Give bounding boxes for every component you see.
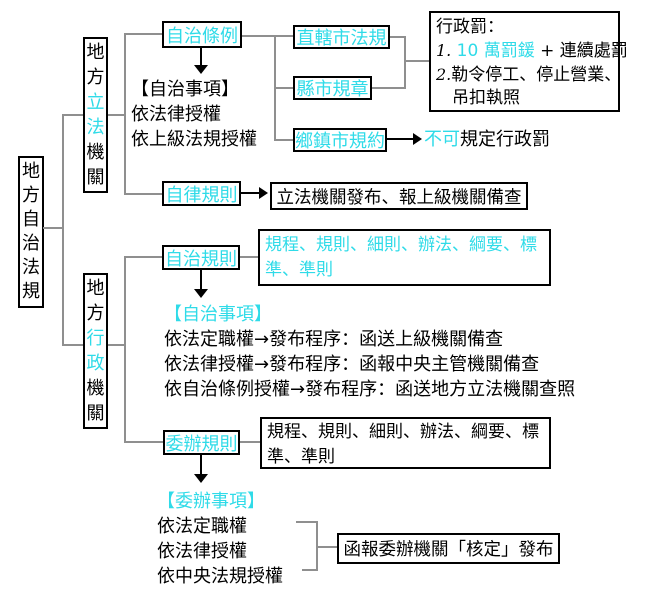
- block-weiban-matters: 【委辦事項】 依法定職權 依法律授權 依中央法規授權: [157, 489, 283, 589]
- block-line: 依法律授權→發布程序：函報中央主管機關備查: [164, 354, 540, 375]
- node-legislative-organ: 地方立法機關: [83, 37, 108, 193]
- block-line: 依法定職權→發布程序：函送上級機關備查: [164, 329, 504, 350]
- node-label: 自律規則: [165, 184, 238, 206]
- arrow-stem: [200, 270, 202, 289]
- penalty-item-2-cont: 吊扣執照: [452, 88, 520, 108]
- connector-line: [302, 569, 318, 571]
- text-no-penalty: 不可規定行政罰: [424, 129, 550, 150]
- connector-line: [124, 256, 126, 443]
- types-line-1: 規程、規則、細則、辦法、綱要、標: [265, 235, 537, 255]
- node-zhixiashi-fagui: 直轄市法規: [293, 25, 390, 49]
- node-local-self-gov-law: 地方自治法規: [18, 156, 44, 308]
- node-label-highlight: 立法: [86, 92, 105, 138]
- arrowhead-down-icon: [194, 289, 208, 298]
- arrow-stem: [387, 138, 413, 140]
- arrowhead-right-icon: [259, 187, 268, 199]
- box-guize-types-cyan: 規程、規則、細則、辦法、綱要、標 準、準則: [258, 229, 551, 286]
- node-label: 直轄市法規: [296, 28, 387, 49]
- block-line: 依法律授權: [131, 104, 221, 125]
- block-title: 【自治事項】: [164, 304, 272, 325]
- node-label: 委辦規則: [165, 433, 238, 455]
- node-weiban-guize: 委辦規則: [163, 430, 240, 455]
- box-administrative-penalty: 行政罰： 1. 10 萬罰鍰 + 連續處罰 2.勒令停工、停止營業、 吊扣執照: [429, 11, 628, 112]
- penalty-item-1: 1. 10 萬罰鍰 + 連續處罰: [436, 41, 628, 61]
- node-label-part: 機關: [86, 142, 105, 188]
- arrow-stem: [200, 455, 202, 474]
- arrowhead-right-icon: [413, 133, 422, 145]
- connector-line: [124, 193, 162, 195]
- penalty-title: 行政罰：: [436, 17, 504, 37]
- node-label-part: 地方: [86, 278, 105, 324]
- arrowhead-down-icon: [194, 474, 208, 483]
- arrowhead-down-icon: [194, 65, 208, 74]
- node-xiangzhen-guiyue: 鄉鎮市規約: [293, 128, 387, 152]
- node-label-highlight: 行政: [86, 328, 105, 374]
- connector-line: [43, 227, 63, 229]
- connector-line: [404, 36, 406, 89]
- connector-line: [124, 33, 126, 195]
- connector-line: [274, 87, 293, 89]
- node-label: 地方自治法規: [22, 161, 40, 302]
- connector-line: [108, 344, 125, 346]
- connector-line: [62, 114, 64, 346]
- node-label-part: 機關: [86, 378, 105, 424]
- connector-line: [274, 139, 293, 141]
- node-zizhi-guize: 自治規則: [162, 245, 240, 270]
- connector-line: [372, 87, 406, 89]
- connector-line: [124, 256, 162, 258]
- types-line-1: 規程、規則、細則、辦法、綱要、標: [267, 422, 539, 442]
- connector-line: [240, 441, 260, 443]
- block-zizhi-matters-1: 【自治事項】 依法律授權 依上級法規授權: [131, 77, 257, 152]
- node-label: 縣市規章: [296, 79, 369, 100]
- block-zizhi-matters-2: 【自治事項】 依法定職權→發布程序：函送上級機關備查 依法律授權→發布程序：函報…: [164, 302, 575, 402]
- node-zilv-guize: 自律規則: [162, 181, 241, 206]
- types-line-2: 準、準則: [267, 447, 335, 467]
- arrow-stem: [200, 48, 202, 65]
- block-title: 【委辦事項】: [157, 491, 265, 512]
- block-line: 依中央法規授權: [157, 566, 283, 587]
- penalty-item-2: 2.勒令停工、停止營業、: [436, 65, 622, 85]
- block-line: 依法律授權: [157, 541, 247, 562]
- node-xianshi-guizhang: 縣市規章: [293, 76, 372, 100]
- block-title: 【自治事項】: [131, 79, 239, 100]
- connector-line: [108, 114, 125, 116]
- node-label: 自治條例: [166, 25, 238, 47]
- connector-line: [62, 114, 83, 116]
- block-line: 依法定職權: [157, 516, 247, 537]
- block-line: 依上級法規授權: [131, 129, 257, 150]
- node-label: 鄉鎮市規約: [295, 131, 385, 152]
- connector-line: [62, 344, 83, 346]
- connector-line: [124, 33, 162, 35]
- node-label-part: 地方: [86, 42, 105, 88]
- box-zilv-result: 立法機關發布、報上級機關備查: [270, 182, 528, 210]
- connector-line: [390, 36, 406, 38]
- box-label: 函報委辦機關「核定」發布: [343, 540, 554, 560]
- arrow-stem: [241, 192, 259, 194]
- connector-line: [316, 546, 337, 548]
- box-weiban-result: 函報委辦機關「核定」發布: [337, 533, 560, 564]
- node-label: 自治規則: [165, 248, 237, 270]
- block-line: 依自治條例授權→發布程序：函送地方立法機關查照: [164, 379, 576, 400]
- connector-line: [404, 60, 429, 62]
- node-executive-organ: 地方行政機關: [83, 273, 108, 429]
- connector-line: [240, 256, 258, 258]
- types-line-2: 準、準則: [265, 260, 333, 280]
- box-label: 立法機關發布、報上級機關備查: [276, 187, 522, 208]
- connector-line: [296, 521, 318, 523]
- box-guize-types-black: 規程、規則、細則、辦法、綱要、標 準、準則: [260, 417, 551, 469]
- node-zizhi-tiaoli: 自治條例: [162, 21, 242, 48]
- connector-line: [124, 441, 163, 443]
- connector-line: [242, 35, 293, 37]
